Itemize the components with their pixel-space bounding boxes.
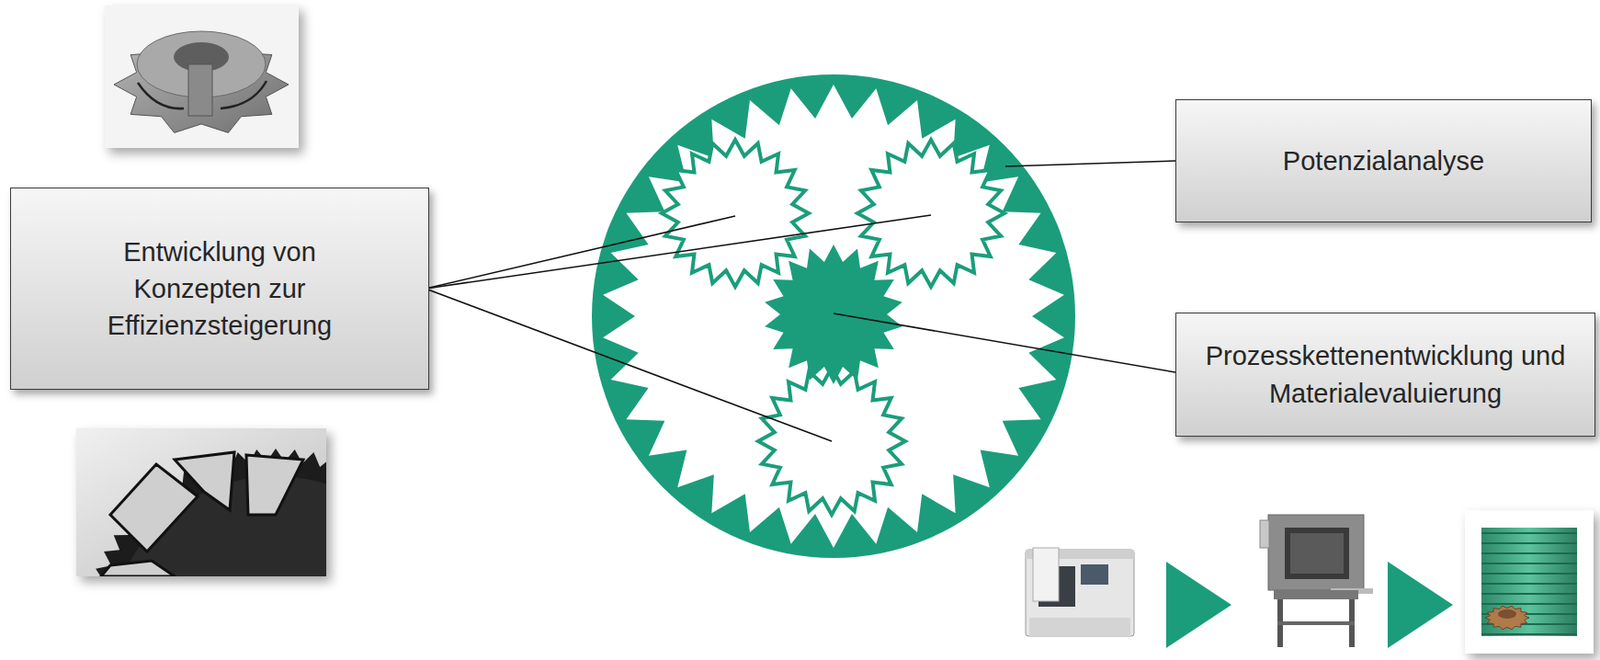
printer-icon bbox=[1025, 547, 1135, 636]
wheel-groove bbox=[1481, 582, 1578, 585]
wheel-body bbox=[1481, 527, 1578, 636]
spoke-opening bbox=[246, 454, 304, 515]
spoke-opening bbox=[110, 464, 198, 552]
machine-base bbox=[1029, 617, 1131, 636]
ring-gear-teeth bbox=[602, 84, 1065, 548]
sun-gear bbox=[764, 244, 903, 385]
wheel-groove bbox=[1481, 552, 1578, 555]
leader-line bbox=[425, 288, 832, 442]
furnace-brace bbox=[1277, 621, 1355, 625]
part-web bbox=[188, 64, 213, 116]
machine-door bbox=[1032, 547, 1059, 602]
part-body bbox=[113, 36, 289, 134]
process-chain bbox=[1025, 510, 1594, 654]
planetary-gear bbox=[591, 74, 1076, 558]
wheel-groove bbox=[1481, 572, 1578, 575]
wheel-groove bbox=[1481, 592, 1578, 595]
render-frame bbox=[1464, 510, 1594, 654]
box-label: Entwicklung von Konzepten zur Effizienzs… bbox=[66, 233, 374, 344]
planet-gear bbox=[857, 139, 1005, 287]
cooling-channel bbox=[220, 80, 267, 109]
planet-gear bbox=[661, 139, 809, 287]
grinding-wheel bbox=[1481, 527, 1578, 636]
box-label: Prozesskettenentwicklung und Materialeva… bbox=[1191, 337, 1580, 411]
gear-render bbox=[80, 448, 327, 577]
wheel-groove bbox=[1481, 532, 1578, 534]
furnace-door bbox=[1284, 527, 1350, 579]
cooling-channel bbox=[137, 82, 184, 109]
machine-screen bbox=[1080, 564, 1109, 585]
leader-line bbox=[425, 215, 736, 289]
leader-line bbox=[425, 215, 931, 289]
leader-line bbox=[833, 313, 1176, 373]
wheel-groove bbox=[1481, 633, 1578, 636]
gear-bore bbox=[1497, 609, 1517, 619]
label-box: Entwicklung von Konzepten zur Effizienzs… bbox=[10, 187, 430, 390]
label-box: Prozesskettenentwicklung und Materialeva… bbox=[1175, 312, 1596, 437]
furnace-panel bbox=[1259, 520, 1270, 548]
furnace-stand bbox=[1273, 590, 1359, 600]
label-box: Potenzialanalyse bbox=[1175, 99, 1592, 223]
process-arrow bbox=[1387, 561, 1453, 648]
wheel-groove bbox=[1481, 542, 1578, 545]
furnace-chamber bbox=[1290, 533, 1344, 574]
leader-lines bbox=[425, 160, 1176, 442]
spoke-opening bbox=[174, 452, 235, 511]
spoke-opening bbox=[101, 560, 175, 577]
photo-frame bbox=[104, 5, 299, 148]
gear-photo bbox=[76, 428, 471, 660]
furnace-icon bbox=[1259, 514, 1374, 647]
wheel-groove bbox=[1481, 602, 1578, 605]
gear-rim bbox=[80, 448, 327, 577]
part-photo bbox=[104, 5, 299, 148]
copper-gear bbox=[1485, 605, 1530, 630]
ring-gear bbox=[591, 74, 1076, 558]
process-arrow bbox=[1166, 561, 1232, 648]
furnace-body bbox=[1268, 514, 1364, 591]
wheel-groove bbox=[1481, 562, 1578, 565]
leader-line bbox=[1005, 160, 1176, 167]
part-render bbox=[1464, 510, 1594, 654]
box-label: Potenzialanalyse bbox=[1282, 142, 1485, 180]
